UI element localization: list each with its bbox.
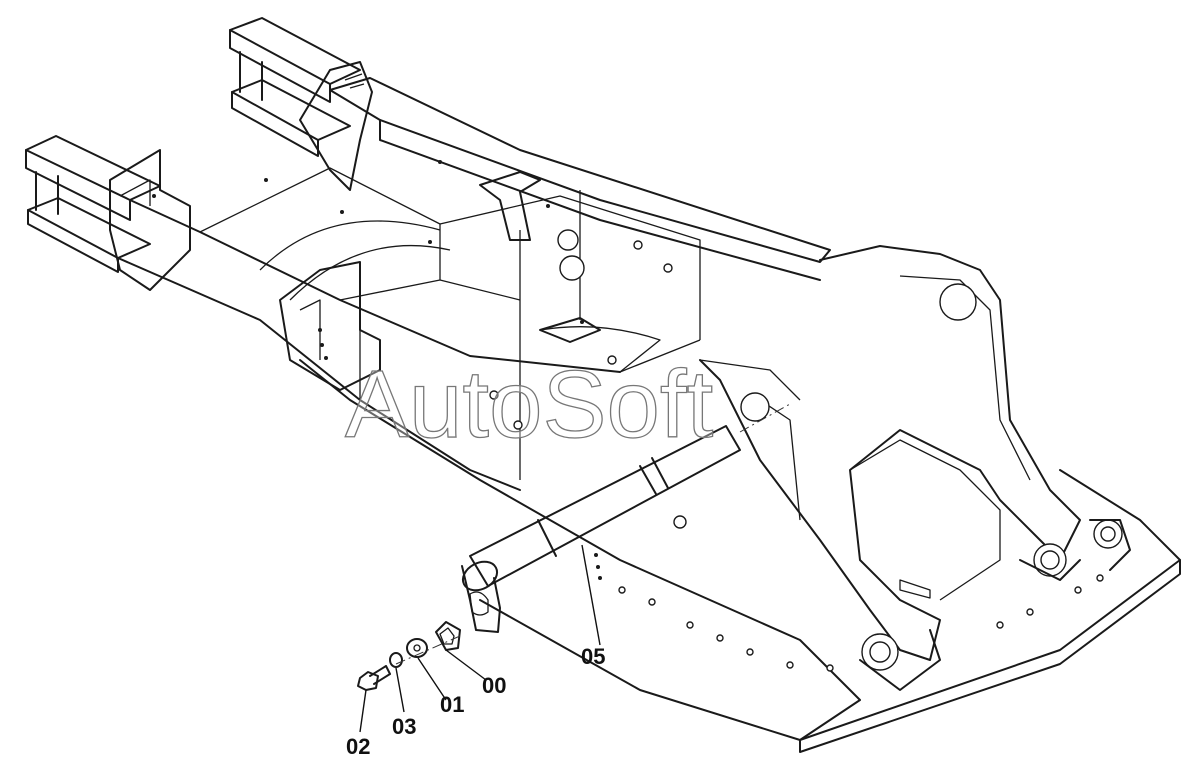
rear-frame-rails bbox=[25, 17, 361, 273]
callout-05: 05 bbox=[581, 644, 605, 669]
callout-02: 02 bbox=[346, 734, 370, 759]
callout-00: 00 bbox=[482, 673, 506, 698]
plate-00 bbox=[435, 621, 461, 651]
frame-holes bbox=[152, 160, 1104, 672]
watermark: AutoSoft bbox=[345, 351, 713, 458]
callout-03: 03 bbox=[392, 714, 416, 739]
leader-lines bbox=[359, 544, 601, 733]
centre-lines bbox=[395, 403, 791, 665]
bolt-02 bbox=[357, 665, 391, 691]
main-frame bbox=[117, 77, 1181, 753]
callout-01: 01 bbox=[440, 692, 464, 717]
lockwasher-03 bbox=[389, 652, 403, 668]
pin-05 bbox=[461, 425, 741, 633]
washer-01 bbox=[406, 638, 428, 658]
mount-brackets bbox=[109, 61, 601, 391]
boom-tower bbox=[699, 245, 1131, 691]
